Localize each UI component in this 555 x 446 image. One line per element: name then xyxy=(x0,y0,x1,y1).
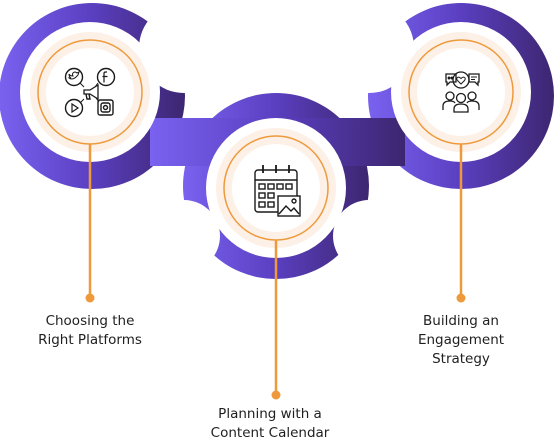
step-2-label: Planning with a Content Calendar xyxy=(210,406,330,441)
step-3-node xyxy=(391,22,531,162)
social-media-platforms-icon xyxy=(64,67,116,118)
step-2-node xyxy=(206,118,346,258)
engagement-community-icon xyxy=(442,71,480,113)
step-1-node xyxy=(20,22,160,162)
pointer-lines xyxy=(85,144,466,400)
content-calendar-icon xyxy=(254,165,301,217)
step-1-label: Choosing the Right Platforms xyxy=(38,313,142,348)
band-notches xyxy=(139,3,414,272)
step-3-label: Building an Engagement Strategy xyxy=(417,313,505,367)
